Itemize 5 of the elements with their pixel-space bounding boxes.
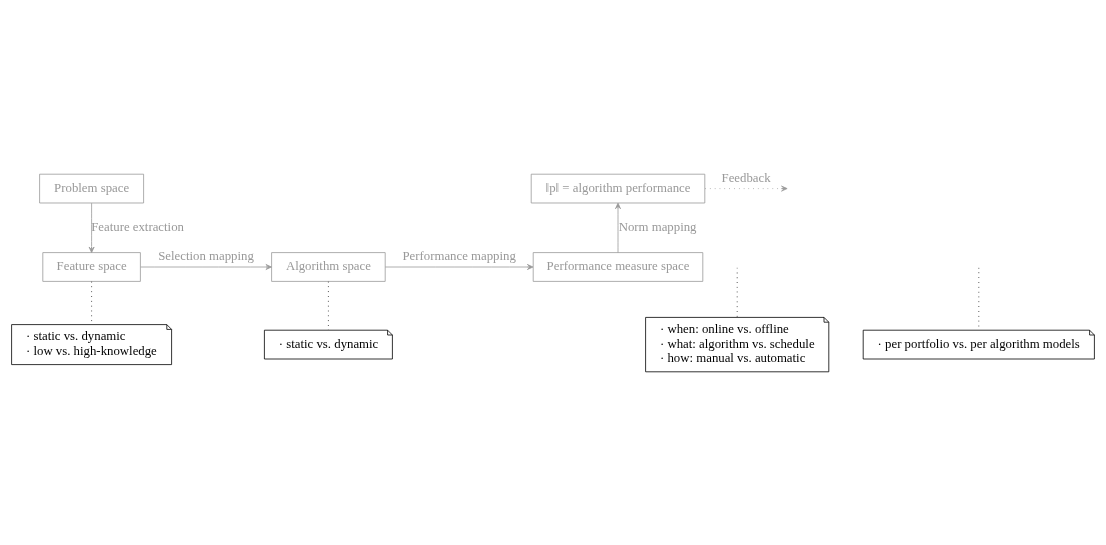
edge-label: Performance mapping bbox=[402, 248, 516, 263]
edge-label: Selection mapping bbox=[158, 248, 254, 263]
edge-label: Feedback bbox=[721, 170, 771, 185]
edge-label: Norm mapping bbox=[618, 219, 697, 234]
edge-label: Feature extraction bbox=[91, 219, 184, 234]
